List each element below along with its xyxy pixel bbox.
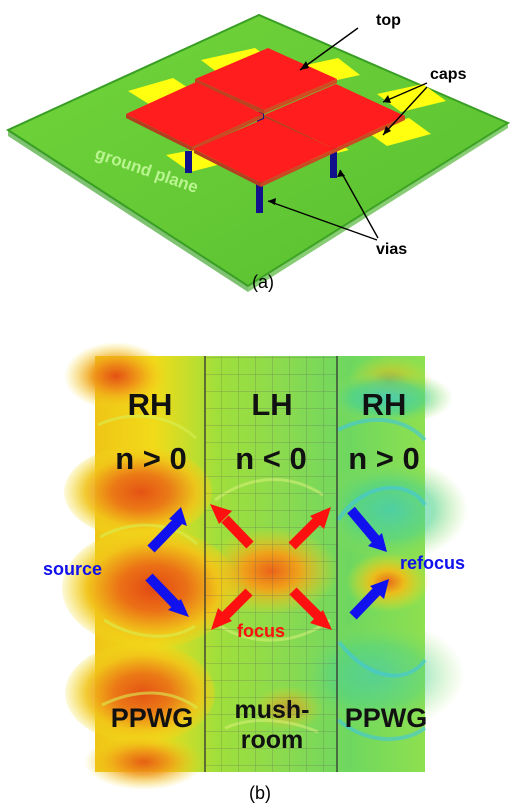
cap-plate-left [126, 82, 263, 151]
region-right-index: n > 0 [348, 441, 420, 476]
arrowhead-vias-upper [337, 170, 345, 177]
via-bottom-center [256, 182, 263, 213]
field-lobe-left-bottom [84, 734, 204, 790]
arrow-focus-top-right [288, 507, 331, 550]
mushroom-region [205, 356, 337, 772]
label-source: source [43, 559, 102, 579]
arrowhead-caps-lower [383, 126, 391, 135]
arrow-refocus-lower [349, 579, 389, 620]
caption-b: (b) [249, 783, 271, 803]
region-left-index: n > 0 [115, 441, 187, 476]
ground-plane-edge-right [248, 123, 508, 292]
arrow-refocus-upper [347, 506, 387, 552]
cap-underlay-right-top [377, 84, 446, 112]
field-contour-left [97, 414, 199, 710]
label-right-bottom: PPWG [345, 703, 428, 733]
cap-plate-bottom [194, 118, 334, 187]
via-right-center [330, 142, 337, 178]
label-focus: focus [237, 621, 285, 641]
label-middle-bottom-line2: room [241, 726, 304, 754]
arrow-vias-lower [267, 200, 378, 241]
arrowhead-top [300, 61, 309, 70]
field-cyan-right-mid [316, 458, 468, 562]
caption-a: (a) [252, 272, 274, 292]
label-top: top [376, 12, 401, 29]
arrowhead-caps-upper [383, 95, 391, 103]
label-refocus: refocus [400, 553, 465, 573]
panel-a: top caps ground plane vias (a) [5, 12, 511, 292]
panel-b: RH n > 0 LH n < 0 RH n > 0 [43, 342, 468, 803]
region-right-title: RH [362, 387, 407, 422]
label-vias: vias [376, 241, 407, 258]
arrow-focus-bottom-right [289, 587, 332, 630]
field-lobe-left-top [64, 342, 168, 410]
label-caps: caps [430, 66, 467, 83]
arrow-caps-upper [382, 82, 428, 103]
region-middle-title: LH [251, 387, 292, 422]
label-left-bottom: PPWG [111, 703, 194, 733]
field-cyan-right-top [321, 370, 453, 426]
region-middle-index: n < 0 [235, 441, 307, 476]
field-lobe-left-mid [62, 528, 238, 648]
cap-plate-top [195, 48, 337, 114]
arrow-source-lower [145, 573, 189, 617]
arrow-caps-lower [382, 86, 428, 136]
arrow-vias-upper [339, 169, 379, 239]
label-middle-bottom-line1: mush- [235, 696, 310, 724]
region-left-title: RH [128, 387, 173, 422]
ground-plane-edge [8, 130, 248, 292]
arrow-focus-top-left [210, 504, 254, 549]
arrow-focus-bottom-left [211, 588, 253, 630]
cap-underlay-left [128, 78, 196, 106]
arrowhead-vias-lower [268, 198, 276, 205]
arrow-source-upper [147, 507, 187, 553]
field-contour-right [336, 418, 427, 742]
arrow-top [299, 27, 359, 71]
via-left-center [185, 151, 192, 173]
